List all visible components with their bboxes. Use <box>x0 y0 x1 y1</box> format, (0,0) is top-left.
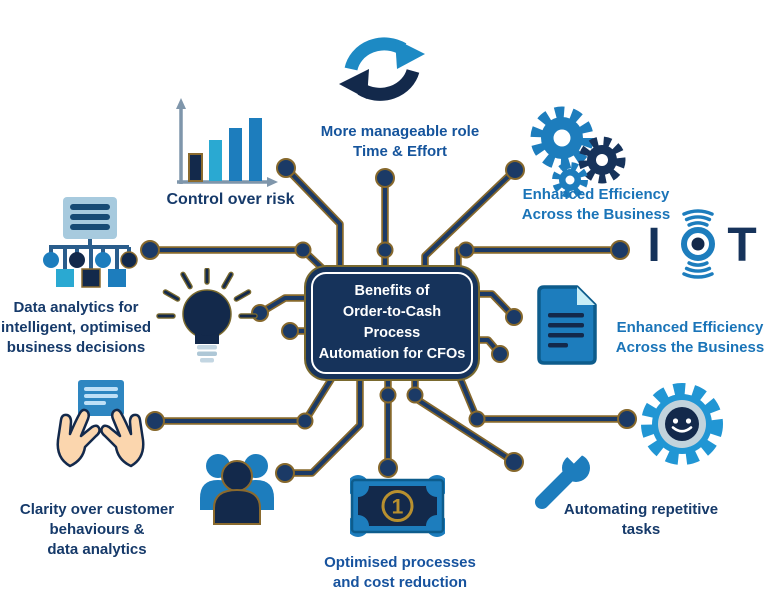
center-title-line1: Benefits of <box>354 283 430 299</box>
label-more-manageable-role: More manageable role Time & Effort <box>320 123 480 160</box>
label-enhanced-efficiency-top: Enhanced Efficiency Across the Business <box>521 186 671 223</box>
wrench-icon <box>526 442 604 521</box>
center-title-line2: Order-to-Cash Process <box>342 304 442 341</box>
label-control-over-risk: Control over risk <box>166 191 295 208</box>
gears-icon <box>524 104 669 204</box>
label-optimised-processes: Optimised processes and cost reduction <box>324 554 476 591</box>
iot-letter-t: T <box>727 219 756 272</box>
banknote-icon: 1 <box>347 474 448 543</box>
gear-smiley-icon <box>638 380 726 473</box>
label-clarity-customer: Clarity over customer behaviours & data … <box>19 501 175 558</box>
label-data-analytics: Data analytics for intelligent, optimise… <box>0 299 151 356</box>
label-automating-tasks: Automating repetitive tasks <box>563 501 719 538</box>
lightbulb-icon <box>155 267 267 373</box>
iot-icon: I T <box>636 198 768 297</box>
center-box-title: Benefits of Order-to-Cash Process Automa… <box>311 272 473 374</box>
center-title-line3: Automation for CFOs <box>318 346 466 362</box>
team-icon <box>192 446 282 535</box>
document-icon <box>530 283 604 372</box>
sync-arrows-icon <box>337 25 427 118</box>
bar-chart-icon <box>165 98 283 195</box>
label-enhanced-efficiency-right: Enhanced Efficiency Across the Business <box>615 319 765 356</box>
iot-letter-i: I <box>647 219 660 272</box>
center-benefits-box: Benefits of Order-to-Cash Process Automa… <box>306 267 478 379</box>
banknote-number: 1 <box>392 496 404 519</box>
circuit-nodes <box>140 158 637 483</box>
data-hierarchy-icon <box>35 195 140 305</box>
hands-holding-document-icon <box>48 380 153 475</box>
